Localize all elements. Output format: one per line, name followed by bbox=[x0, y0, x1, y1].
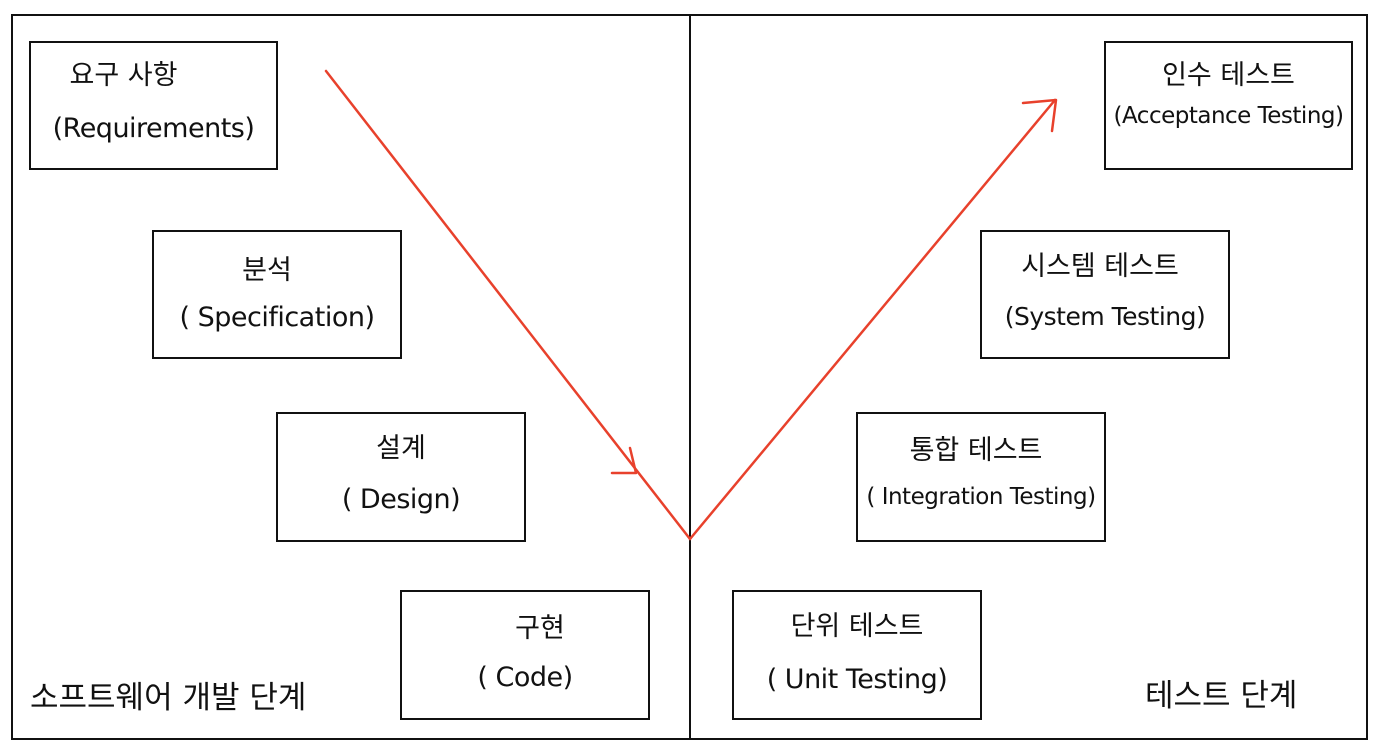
test-phase-label: 테스트 단계 bbox=[1145, 678, 1298, 714]
box-code-en: ( Code) bbox=[477, 662, 573, 693]
box-design-ko: 설계 bbox=[376, 433, 426, 464]
box-integration-testing: 통합 테스트 ( Integration Testing) bbox=[856, 412, 1106, 542]
phase-divider bbox=[689, 14, 691, 740]
box-specification-ko: 분석 bbox=[242, 255, 292, 286]
box-acceptance-testing-ko: 인수 테스트 bbox=[1162, 60, 1295, 91]
box-design-en: ( Design) bbox=[341, 484, 461, 515]
box-requirements-en: (Requirements) bbox=[52, 113, 255, 144]
box-requirements-ko: 요구 사항 bbox=[69, 60, 178, 91]
descending-arrow-head bbox=[610, 446, 638, 475]
ascending-arrow-head bbox=[1021, 98, 1058, 133]
ascending-arrow bbox=[688, 98, 1057, 541]
box-unit-testing-ko: 단위 테스트 bbox=[790, 611, 924, 642]
dev-phase-label: 소프트웨어 개발 단계 bbox=[30, 680, 307, 716]
box-unit-testing: 단위 테스트 ( Unit Testing) bbox=[732, 590, 982, 720]
box-integration-testing-en: ( Integration Testing) bbox=[866, 484, 1096, 510]
box-integration-testing-ko: 통합 테스트 bbox=[909, 435, 1043, 466]
box-unit-testing-en: ( Unit Testing) bbox=[766, 664, 948, 695]
box-system-testing-ko: 시스템 테스트 bbox=[1021, 251, 1179, 282]
box-code-ko: 구현 bbox=[515, 613, 565, 644]
box-system-testing: 시스템 테스트 (System Testing) bbox=[980, 230, 1230, 359]
descending-arrow bbox=[324, 69, 692, 541]
box-design: 설계 ( Design) bbox=[276, 412, 526, 542]
box-specification: 분석 ( Specification) bbox=[152, 230, 402, 359]
box-acceptance-testing: 인수 테스트 (Acceptance Testing) bbox=[1104, 41, 1353, 170]
box-code: 구현 ( Code) bbox=[400, 590, 650, 720]
box-specification-en: ( Specification) bbox=[179, 302, 375, 333]
box-acceptance-testing-en: (Acceptance Testing) bbox=[1113, 103, 1344, 129]
box-requirements: 요구 사항 (Requirements) bbox=[29, 41, 278, 170]
box-system-testing-en: (System Testing) bbox=[1004, 302, 1206, 331]
